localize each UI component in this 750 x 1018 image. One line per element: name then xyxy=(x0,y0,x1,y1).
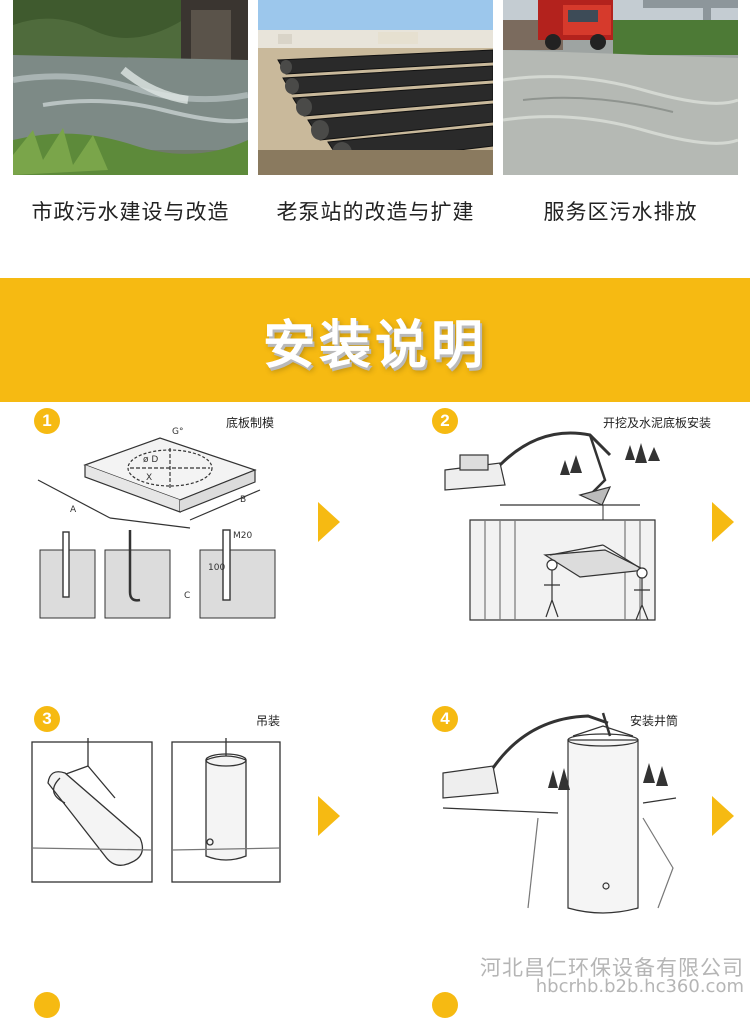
step-arrow-2 xyxy=(712,502,734,542)
step-6-number-marker xyxy=(432,992,458,1018)
excavation-diagram xyxy=(444,431,660,621)
caption-pump-station: 老泵站的改造与扩建 xyxy=(276,200,475,224)
lifting-diagram xyxy=(31,738,281,883)
step-3-label: 吊装 xyxy=(256,714,281,728)
diagram-text-100: 100 xyxy=(208,563,225,573)
step-2-number: 2 xyxy=(432,408,458,434)
diagram-text-c: C xyxy=(184,591,190,601)
step-arrow-4 xyxy=(712,796,734,836)
step-4-label: 安装井筒 xyxy=(630,714,679,728)
step-arrow-3 xyxy=(318,796,340,836)
base-formwork-diagram: G° B A ø D X M20 100 C xyxy=(37,427,276,619)
diagram-text-b: B xyxy=(240,495,246,505)
watermark-company: 河北昌仁环保设备有限公司 xyxy=(480,956,744,980)
step-3-number: 3 xyxy=(34,706,60,732)
caption-municipal-sewage: 市政污水建设与改造 xyxy=(31,200,230,224)
step-4-number: 4 xyxy=(432,706,458,732)
diagram-text-d: ø D xyxy=(143,455,158,465)
banner-title: 安装说明 xyxy=(262,316,487,376)
step-1-label: 底板制模 xyxy=(226,416,275,430)
step-arrow-1 xyxy=(318,502,340,542)
shaft-installation-diagram xyxy=(442,712,677,914)
diagram-text-x: X xyxy=(146,473,152,483)
watermark-url: hbcrhb.b2b.hc360.com xyxy=(535,976,744,997)
diagram-text-a: A xyxy=(70,505,77,515)
diagram-text-g: G° xyxy=(172,427,183,437)
application-photos: 市政污水建设与改造 老泵站的改造与扩建 服务区污水排放 xyxy=(0,0,750,260)
diagram-text-m20: M20 xyxy=(233,531,252,541)
section-banner xyxy=(0,278,750,402)
step-2-label: 开挖及水泥底板安装 xyxy=(603,416,712,430)
caption-service-area: 服务区污水排放 xyxy=(543,200,698,224)
step-5-number-marker xyxy=(34,992,60,1018)
step-1-number: 1 xyxy=(34,408,60,434)
flooded-road-photo xyxy=(503,0,738,175)
sewage-outfall-photo xyxy=(13,0,248,175)
pipe-stack-photo xyxy=(258,0,493,175)
